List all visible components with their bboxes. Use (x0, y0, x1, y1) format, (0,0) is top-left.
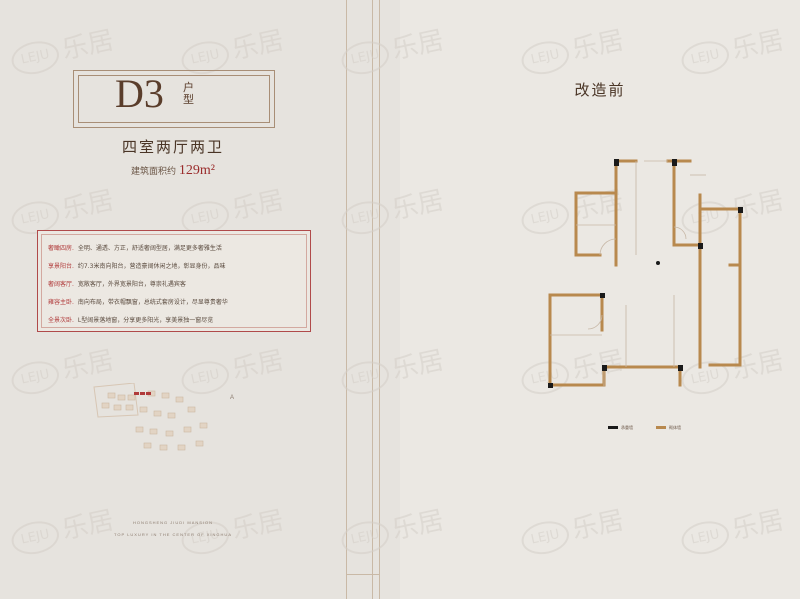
area-label: 建筑面积约 (131, 167, 177, 177)
page-frame-line (346, 0, 347, 599)
page-frame-line (379, 0, 380, 599)
legend-item-load-bearing: 承重墙 (608, 425, 633, 431)
feature-row: 全景次卧.L型阔景落地窗，分享更多阳光，享美景独一窗尽览 (48, 317, 214, 324)
layout-title: 四室两厅两卫 (121, 138, 224, 156)
page-frame-line (372, 0, 373, 599)
page-frame-corner (346, 574, 379, 575)
unit-suffix: 户型 (183, 81, 194, 106)
floor-plan (548, 159, 743, 388)
legend-item-masonry: 砌体墙 (656, 425, 681, 431)
feature-row: 享景阳台.约7.3米南向阳台，营造豪阔休闲之地，彰显身份，品味 (48, 263, 226, 270)
feature-row: 奢瞰四房.全明、通透、方正，舒适奢阔型居，满足更多奢雅生活 (48, 245, 222, 252)
unit-code: D3 (115, 71, 164, 116)
features-box: 奢瞰四房.全明、通透、方正，舒适奢阔型居，满足更多奢雅生活 享景阳台.约7.3米… (37, 230, 311, 332)
right-page (400, 0, 800, 599)
area-value: 129m² (178, 163, 215, 178)
plan-title: 改造前 (574, 81, 626, 99)
legend-swatch (656, 426, 666, 430)
unit-code-box (73, 70, 275, 128)
tagline-line-2: TOP LUXURY IN THE CENTER OF XINGHUA (114, 532, 232, 537)
area-line: 建筑面积约 129m² (0, 163, 346, 179)
feature-row: 奢阔客厅.宽敞客厅，外界宽景阳台，尊崇礼遇宾客 (48, 281, 186, 288)
feature-row: 雍容主卧.南向布局，带衣帽飘窗，总统式套房设计，尽显尊贵奢华 (48, 299, 228, 306)
tagline-line-1: HONGSHENG JIUDI MANSION (132, 520, 214, 525)
legend-swatch (608, 426, 618, 430)
svg-text:A: A (230, 395, 234, 401)
site-plan-image: A (93, 383, 234, 451)
